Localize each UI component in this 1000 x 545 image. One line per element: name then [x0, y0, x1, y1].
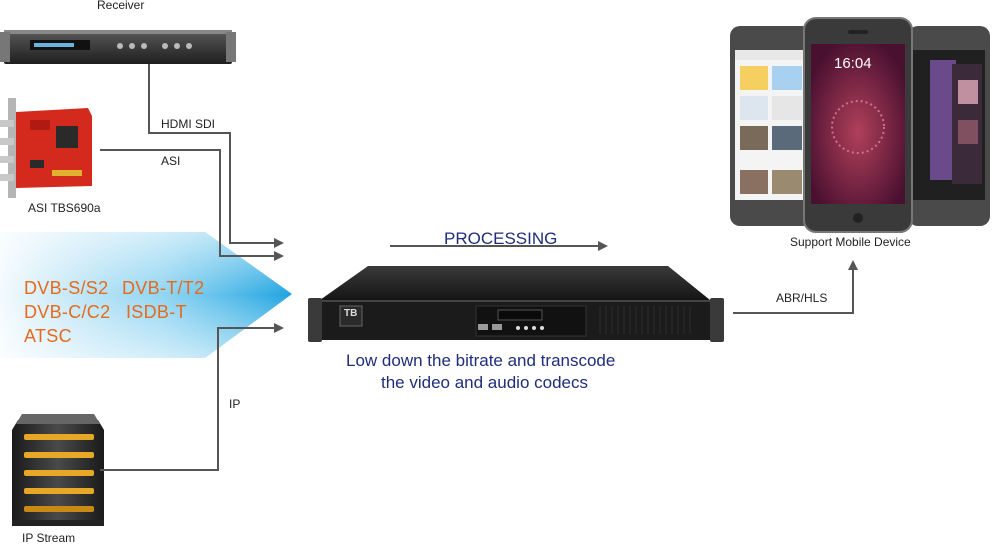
asi-card-label: ASI TBS690a [28, 201, 101, 215]
standard-dvb-t: DVB-T/T2 [122, 278, 205, 298]
receiver-label: Receiver [97, 0, 145, 12]
description-line-1: Low down the bitrate and transcode [346, 351, 616, 370]
transcoder-device [308, 266, 724, 342]
phone-clock: 16:04 [834, 55, 872, 72]
standards-gradient-arrow [0, 232, 292, 358]
ip-label: IP [229, 397, 241, 411]
description-line-2: the video and audio codecs [381, 373, 588, 392]
standard-dvb-s: DVB-S/S2 [24, 278, 109, 298]
ip-stream-server [12, 414, 104, 526]
mobile-devices [730, 17, 990, 233]
standard-atsc: ATSC [24, 326, 72, 346]
input-connectors [100, 64, 858, 471]
device-logo: TB [344, 308, 358, 319]
asi-card-device [0, 98, 92, 198]
ip-stream-label: IP Stream [22, 531, 76, 545]
abr-hls-label: ABR/HLS [776, 291, 828, 305]
standard-isdb-t: ISDB-T [126, 302, 187, 322]
receiver-device [0, 30, 236, 64]
hdmi-sdi-label: HDMI SDI [161, 117, 215, 131]
asi-label: ASI [161, 154, 181, 168]
processing-label: PROCESSING [444, 229, 558, 248]
support-mobile-label: Support Mobile Device [790, 235, 911, 249]
standard-dvb-c: DVB-C/C2 [24, 302, 111, 322]
